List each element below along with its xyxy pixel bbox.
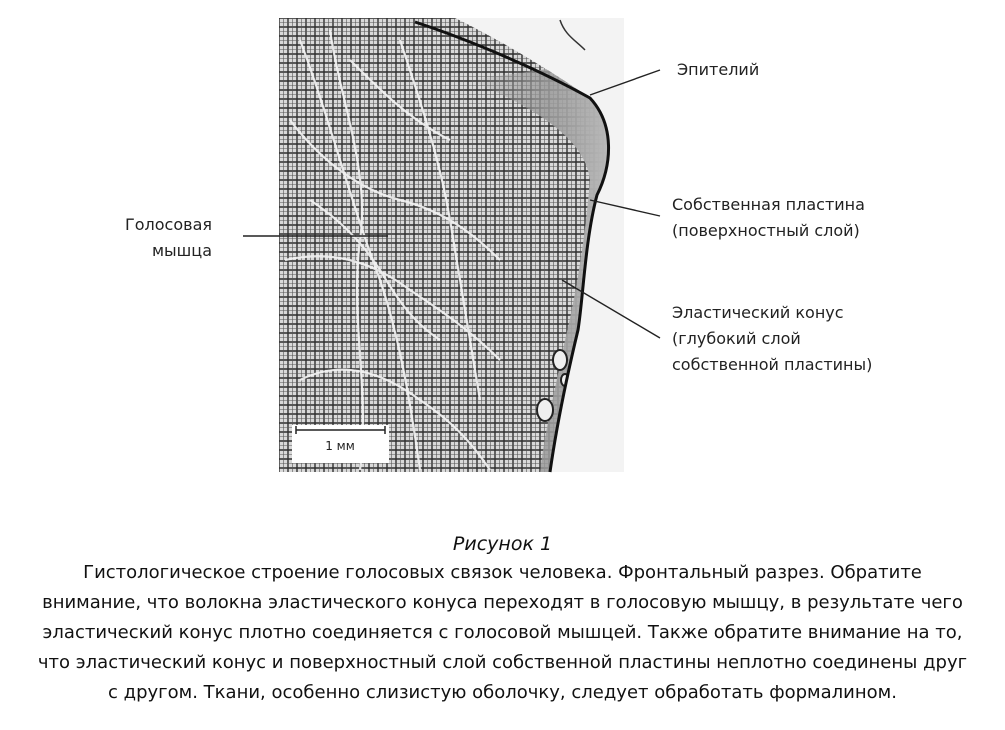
caption-line: внимание, что волокна эластического кону… xyxy=(42,592,963,613)
caption-line: Гистологическое строение голосовых связо… xyxy=(83,562,922,583)
caption-text: Гистологическое строение голосовых связо… xyxy=(8,558,998,708)
leader-epithelium xyxy=(589,69,661,96)
leader-lamina xyxy=(589,199,661,217)
debris-mark xyxy=(559,19,586,51)
scale-bar: 1 мм xyxy=(292,425,389,463)
caption-line: с другом. Ткани, особенно слизистую обол… xyxy=(108,682,897,703)
label-epithelium: Эпителий xyxy=(677,57,759,83)
histology-figure: 1 мм Эпителий Собственная пластина (пове… xyxy=(100,18,872,473)
caption-line: эластический конус плотно соединяется с … xyxy=(42,622,963,643)
label-conus-line-2: (глубокий слой xyxy=(672,329,801,348)
leader-conus xyxy=(561,279,661,339)
label-conus-line-3: собственной пластины) xyxy=(672,355,873,374)
label-elastic-conus: Эластический конус (глубокий слой собств… xyxy=(672,300,872,378)
muscle-fibers xyxy=(284,29,501,471)
label-conus-line-1: Эластический конус xyxy=(672,303,844,322)
epithelium-outline xyxy=(414,20,611,473)
caption-title: Рисунок 1 xyxy=(452,533,553,555)
label-muscle-line-1: Голосовая xyxy=(124,215,212,234)
caption-line: что эластический конус и поверхностный с… xyxy=(37,652,968,673)
label-lamina-line-1: Собственная пластина xyxy=(672,195,865,214)
scale-bar-label: 1 мм xyxy=(325,439,355,453)
label-muscle-line-2: мышца xyxy=(151,241,212,260)
leader-lines xyxy=(243,69,661,339)
label-epithelium-line: Эпителий xyxy=(677,60,760,79)
figure-caption: Рисунок 1 Гистологическое строение голос… xyxy=(0,530,1005,708)
label-lamina-propria: Собственная пластина (поверхностный слой… xyxy=(672,192,865,244)
micrograph-illustration: 1 мм xyxy=(243,18,661,473)
label-vocal-muscle: Голосовая мышца xyxy=(100,212,212,264)
label-lamina-line-2: (поверхностный слой) xyxy=(672,221,860,240)
